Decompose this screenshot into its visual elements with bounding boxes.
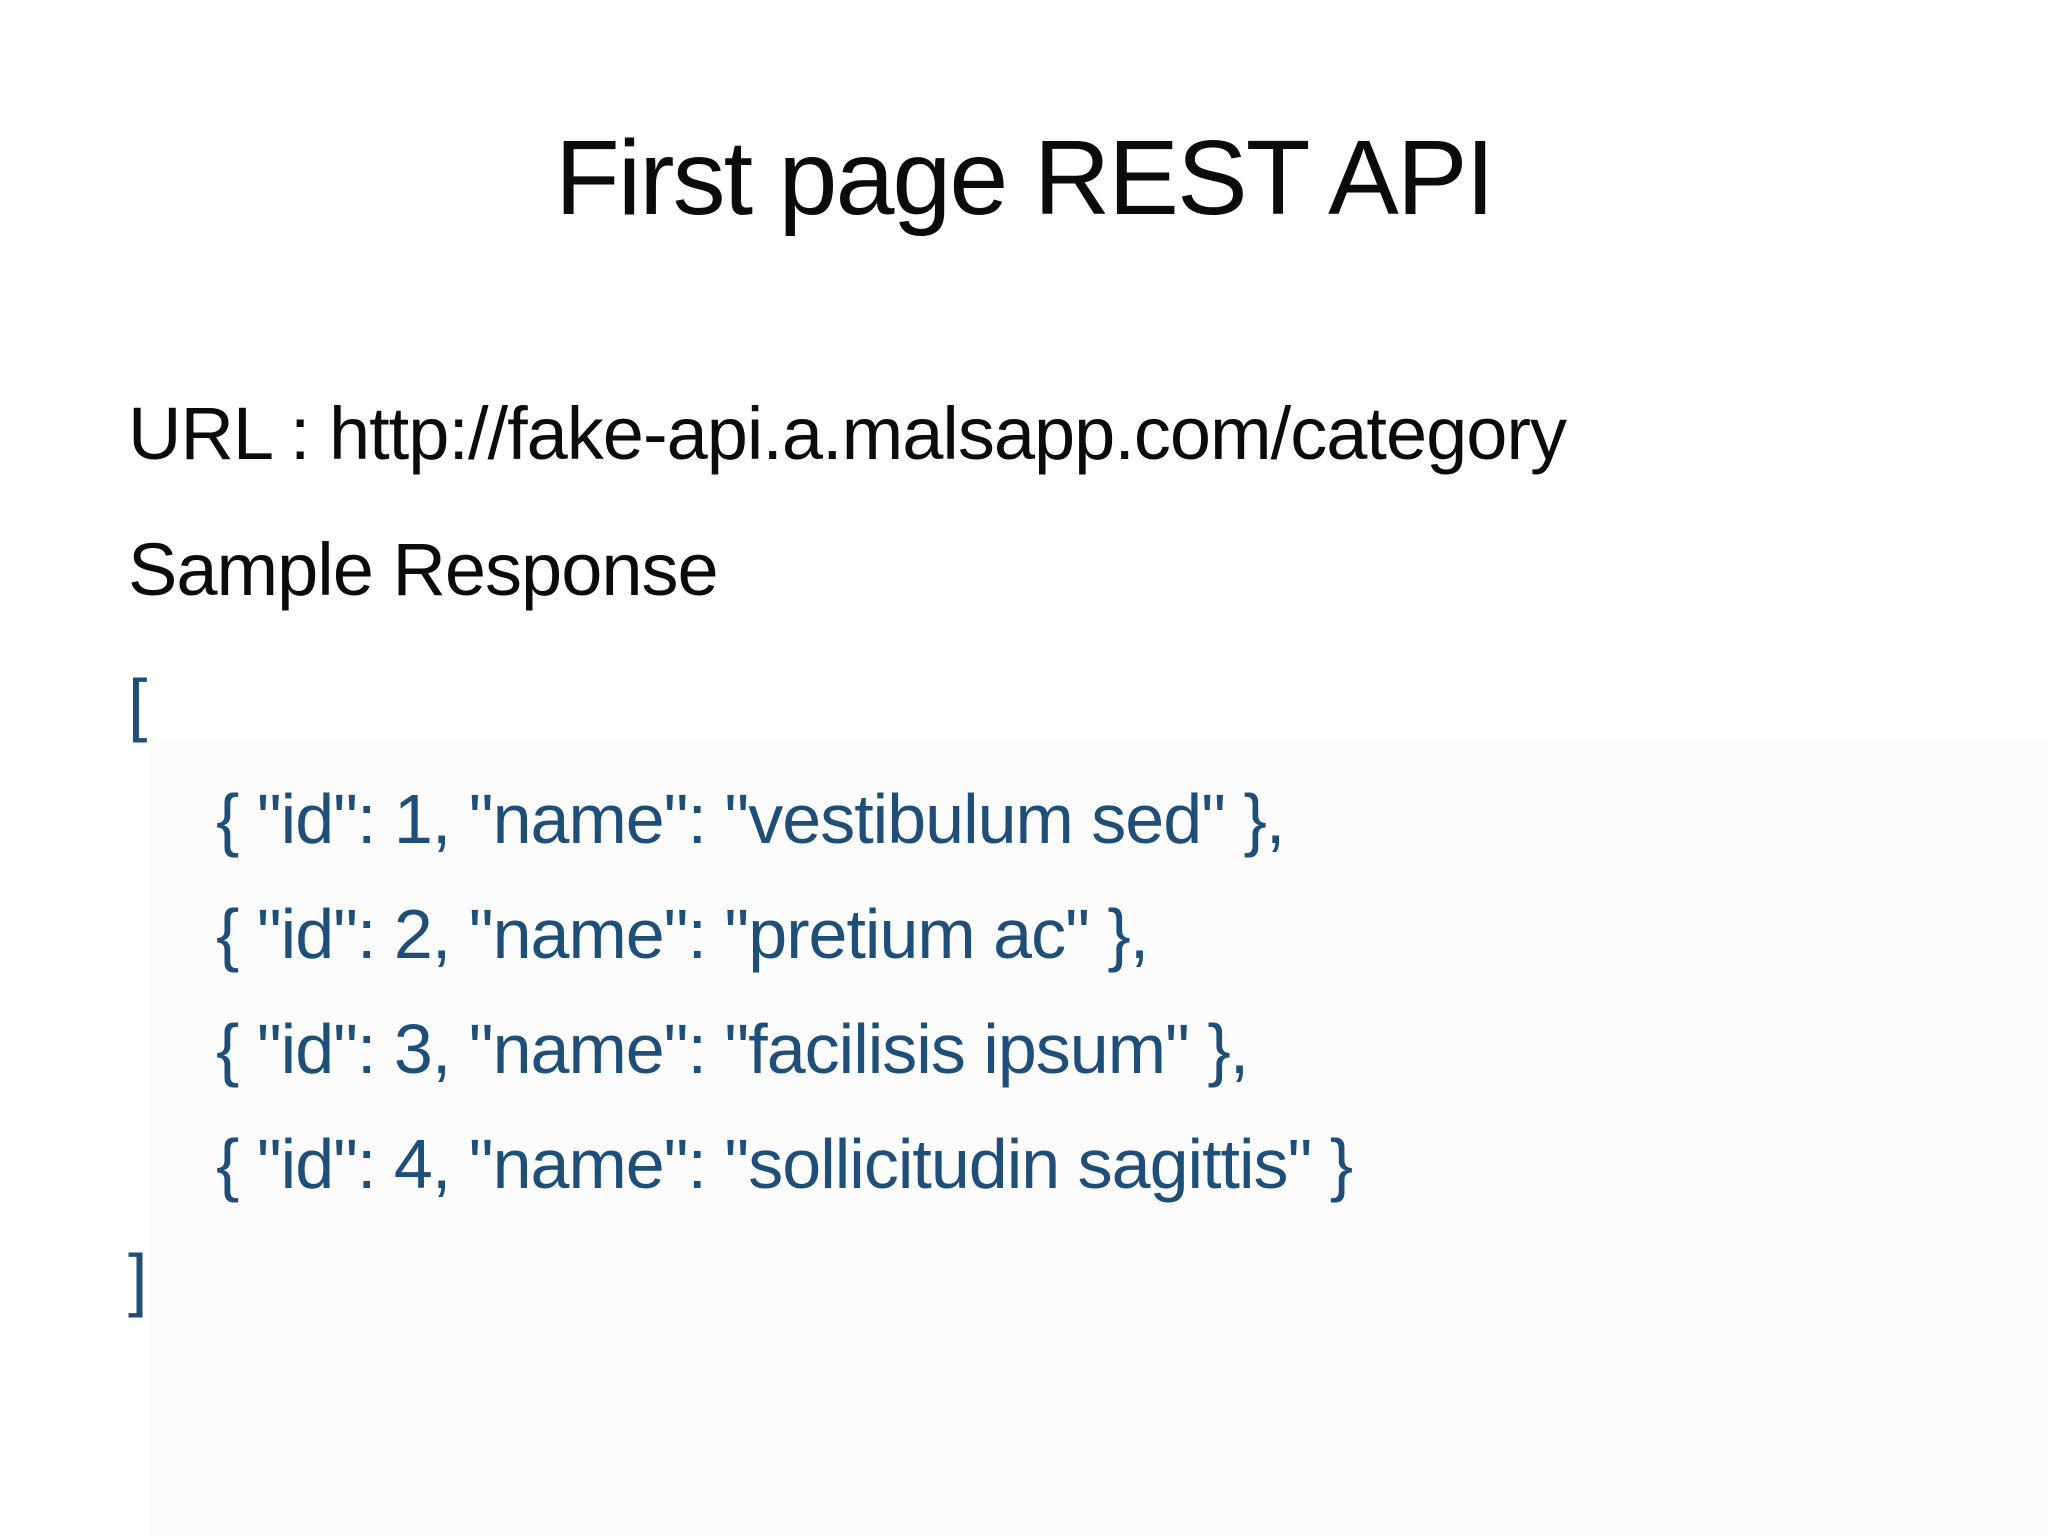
code-line: { "id": 1, "name": "vestibulum sed" }, (216, 779, 1285, 858)
background-shade (150, 740, 2048, 1536)
page-title: First page REST API (555, 119, 1495, 237)
code-open-bracket: [ (128, 664, 147, 743)
code-line: { "id": 2, "name": "pretium ac" }, (216, 894, 1149, 973)
code-block: [ { "id": 1, "name": "vestibulum sed" },… (128, 647, 2048, 1337)
slide-body: URL : http://fake-api.a.malsapp.com/cate… (0, 391, 2048, 1337)
sample-response-label: Sample Response (128, 527, 719, 611)
code-close-bracket: ] (128, 1239, 147, 1318)
url-line: URL : http://fake-api.a.malsapp.com/cate… (128, 391, 1567, 475)
code-line: { "id": 4, "name": "sollicitudin sagitti… (216, 1124, 1353, 1203)
code-line: { "id": 3, "name": "facilisis ipsum" }, (216, 1009, 1249, 1088)
